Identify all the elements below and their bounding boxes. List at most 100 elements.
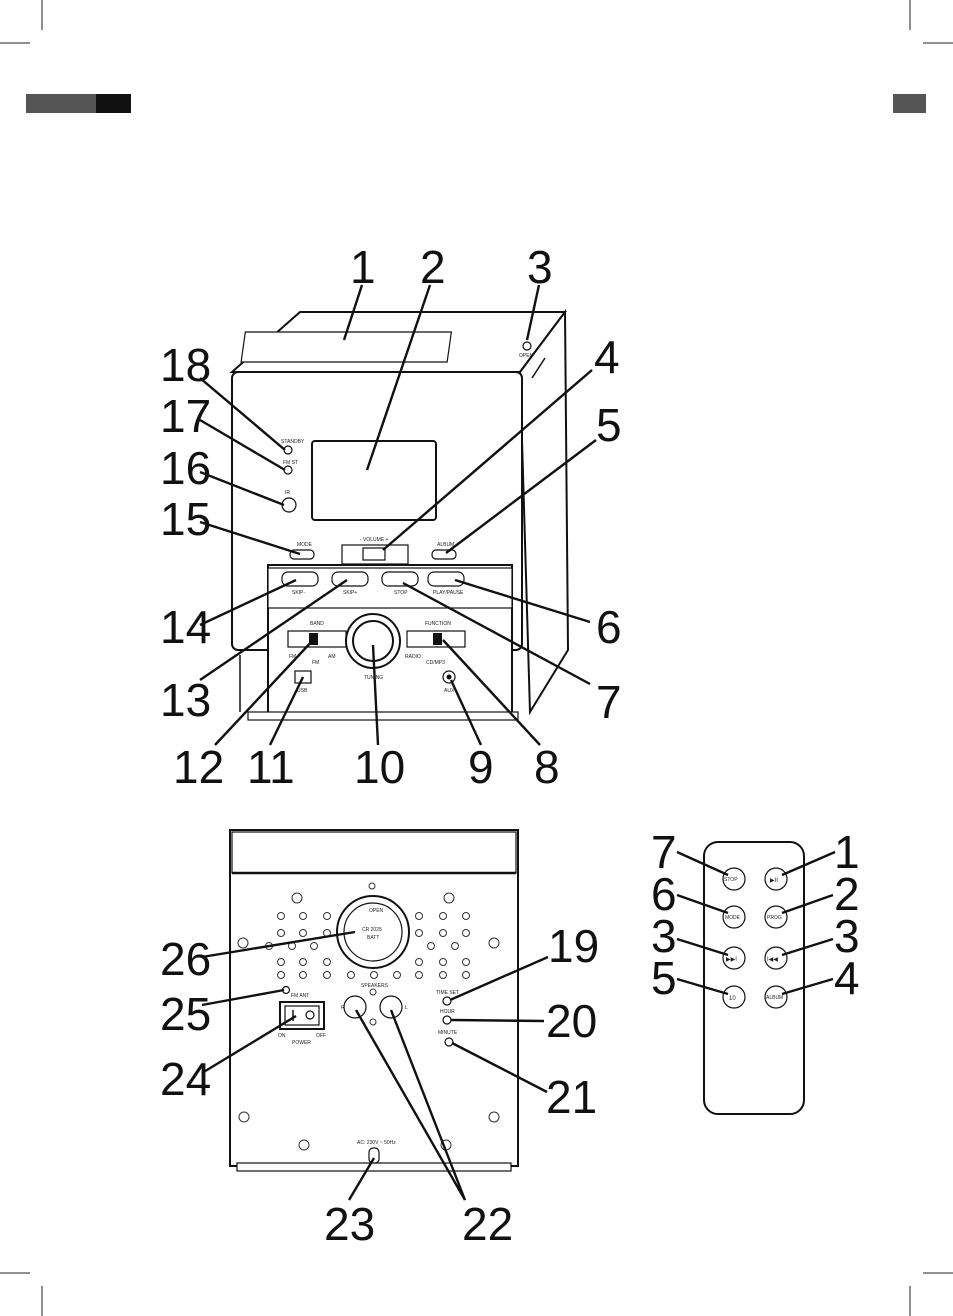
remote-mode-button (722, 905, 746, 929)
front-num-15: 15 (160, 493, 211, 545)
skip-fwd-button (331, 571, 369, 587)
back-view: OPEN CR 2025 BATT SPEAKERS R L FM ANT ON… (160, 829, 599, 1250)
side-edge (531, 357, 546, 379)
header-bar-gray (26, 94, 96, 113)
front-num-12: 12 (173, 741, 224, 793)
remote-body (703, 841, 805, 1115)
front-num-8: 8 (534, 741, 560, 793)
remote-album-label: ALBUM (766, 995, 783, 1001)
function-label: FUNCTION (425, 621, 451, 627)
remote-stop-button (722, 867, 746, 891)
function-switch-knob (433, 633, 442, 645)
volume-label: - VOLUME + (360, 537, 389, 543)
band-am-label: AM (328, 654, 336, 660)
band-fm2-label: FM (312, 660, 319, 666)
hour-button (442, 1015, 452, 1025)
ir-sensor (281, 497, 297, 513)
remote-num-left-2: 6 (651, 868, 677, 920)
stop-label: STOP (394, 590, 408, 596)
speakers-label: SPEAKERS (361, 983, 389, 989)
remote-num-right-4: 4 (834, 952, 860, 1004)
remote-num-right-3: 3 (834, 910, 860, 962)
remote-prev-button (764, 946, 788, 970)
header-bar-right (893, 94, 926, 113)
back-num-25: 25 (160, 988, 211, 1040)
fm-st-led (283, 465, 293, 475)
battery-cr-label: CR 2025 (362, 927, 382, 933)
standby-label: STANDBY (281, 439, 305, 445)
fm-ant-label: FM ANT (291, 993, 309, 999)
album-label: ALBUM (437, 542, 454, 548)
power-off-mark (305, 1010, 315, 1020)
radio-label: RADIO (405, 654, 421, 660)
album-button (431, 549, 457, 560)
time-set-label: TIME SET (436, 990, 459, 996)
ac-cord-exit (368, 1147, 380, 1164)
ac-label: AC: 230V ~ 50Hz (357, 1140, 396, 1146)
front-num-13: 13 (160, 674, 211, 726)
remote-prev-label: I◀◀ (767, 957, 778, 963)
battery-open-label: OPEN (369, 908, 384, 914)
remote-play-button (764, 867, 788, 891)
remote-num-left-1: 7 (651, 826, 677, 878)
power-label: POWER (292, 1040, 311, 1046)
remote-next-button (722, 946, 746, 970)
time-set-button (442, 996, 452, 1006)
cd-tray (240, 331, 453, 363)
remote-next-label: ▶▶I (726, 957, 737, 963)
remote-prog-button (764, 905, 788, 929)
power-off-label: OFF (316, 1033, 326, 1039)
front-num-14: 14 (160, 601, 211, 653)
lcd-display (311, 440, 437, 521)
remote-ten-label: 10 (729, 996, 736, 1002)
remote-mode-label: MODE (725, 915, 741, 921)
front-num-17: 17 (160, 390, 211, 442)
back-top-band (231, 831, 517, 874)
skip-fwd-label: SKIP+ (343, 590, 357, 596)
front-num-5: 5 (596, 399, 622, 451)
volume-control (362, 547, 386, 561)
remote-album-button (764, 985, 788, 1009)
remote-ten-button (722, 985, 746, 1009)
band-label: BAND (310, 621, 324, 627)
front-num-18: 18 (160, 339, 211, 391)
back-num-26: 26 (160, 933, 211, 985)
back-num-19: 19 (548, 920, 599, 972)
open-button (522, 341, 532, 351)
speaker-l-label: L (405, 1005, 408, 1011)
front-num-9: 9 (468, 741, 494, 793)
front-num-1: 1 (350, 241, 376, 293)
remote-control: STOP ▶II MODE PROG ▶▶I I◀◀ 10 ALBUM 7 6 … (651, 826, 860, 1115)
front-num-16: 16 (160, 442, 211, 494)
open-label: OPEN (519, 353, 534, 359)
back-num-21: 21 (546, 1071, 597, 1123)
front-num-6: 6 (596, 601, 622, 653)
play-pause-label: PLAY/PAUSE (433, 590, 464, 596)
back-num-23: 23 (324, 1198, 375, 1250)
front-callout-numbers: 1 2 3 4 5 6 7 8 9 10 11 12 13 14 15 16 1… (160, 241, 622, 793)
back-num-22: 22 (462, 1198, 513, 1250)
speaker-terminal-r (343, 995, 367, 1019)
side-panel (518, 309, 570, 716)
remote-num-right-2: 2 (834, 868, 860, 920)
stop-button (381, 571, 419, 587)
battery-compartment-inner (343, 902, 403, 962)
aux-jack-hole (446, 674, 452, 680)
speaker-r-label: R (341, 1005, 345, 1011)
back-num-24: 24 (160, 1053, 211, 1105)
back-callout-numbers: 19 20 21 22 23 24 25 26 (160, 920, 599, 1250)
remote-num-left-3: 3 (651, 910, 677, 962)
band-fm-label: FM (289, 654, 296, 660)
back-callout-lines (201, 930, 549, 1201)
back-screws (237, 882, 500, 1151)
play-pause-button (427, 571, 465, 587)
front-num-10: 10 (354, 741, 405, 793)
remote-stop-label: STOP (724, 877, 738, 883)
header-bar-black (96, 94, 131, 113)
cd-mp3-label: CD/MP3 (426, 660, 445, 666)
speaker-terminal-l (379, 995, 403, 1019)
back-num-20: 20 (546, 995, 597, 1047)
back-body (229, 829, 519, 1167)
remote-num-left-4: 5 (651, 952, 677, 1004)
remote-prog-label: PROG (767, 915, 782, 921)
